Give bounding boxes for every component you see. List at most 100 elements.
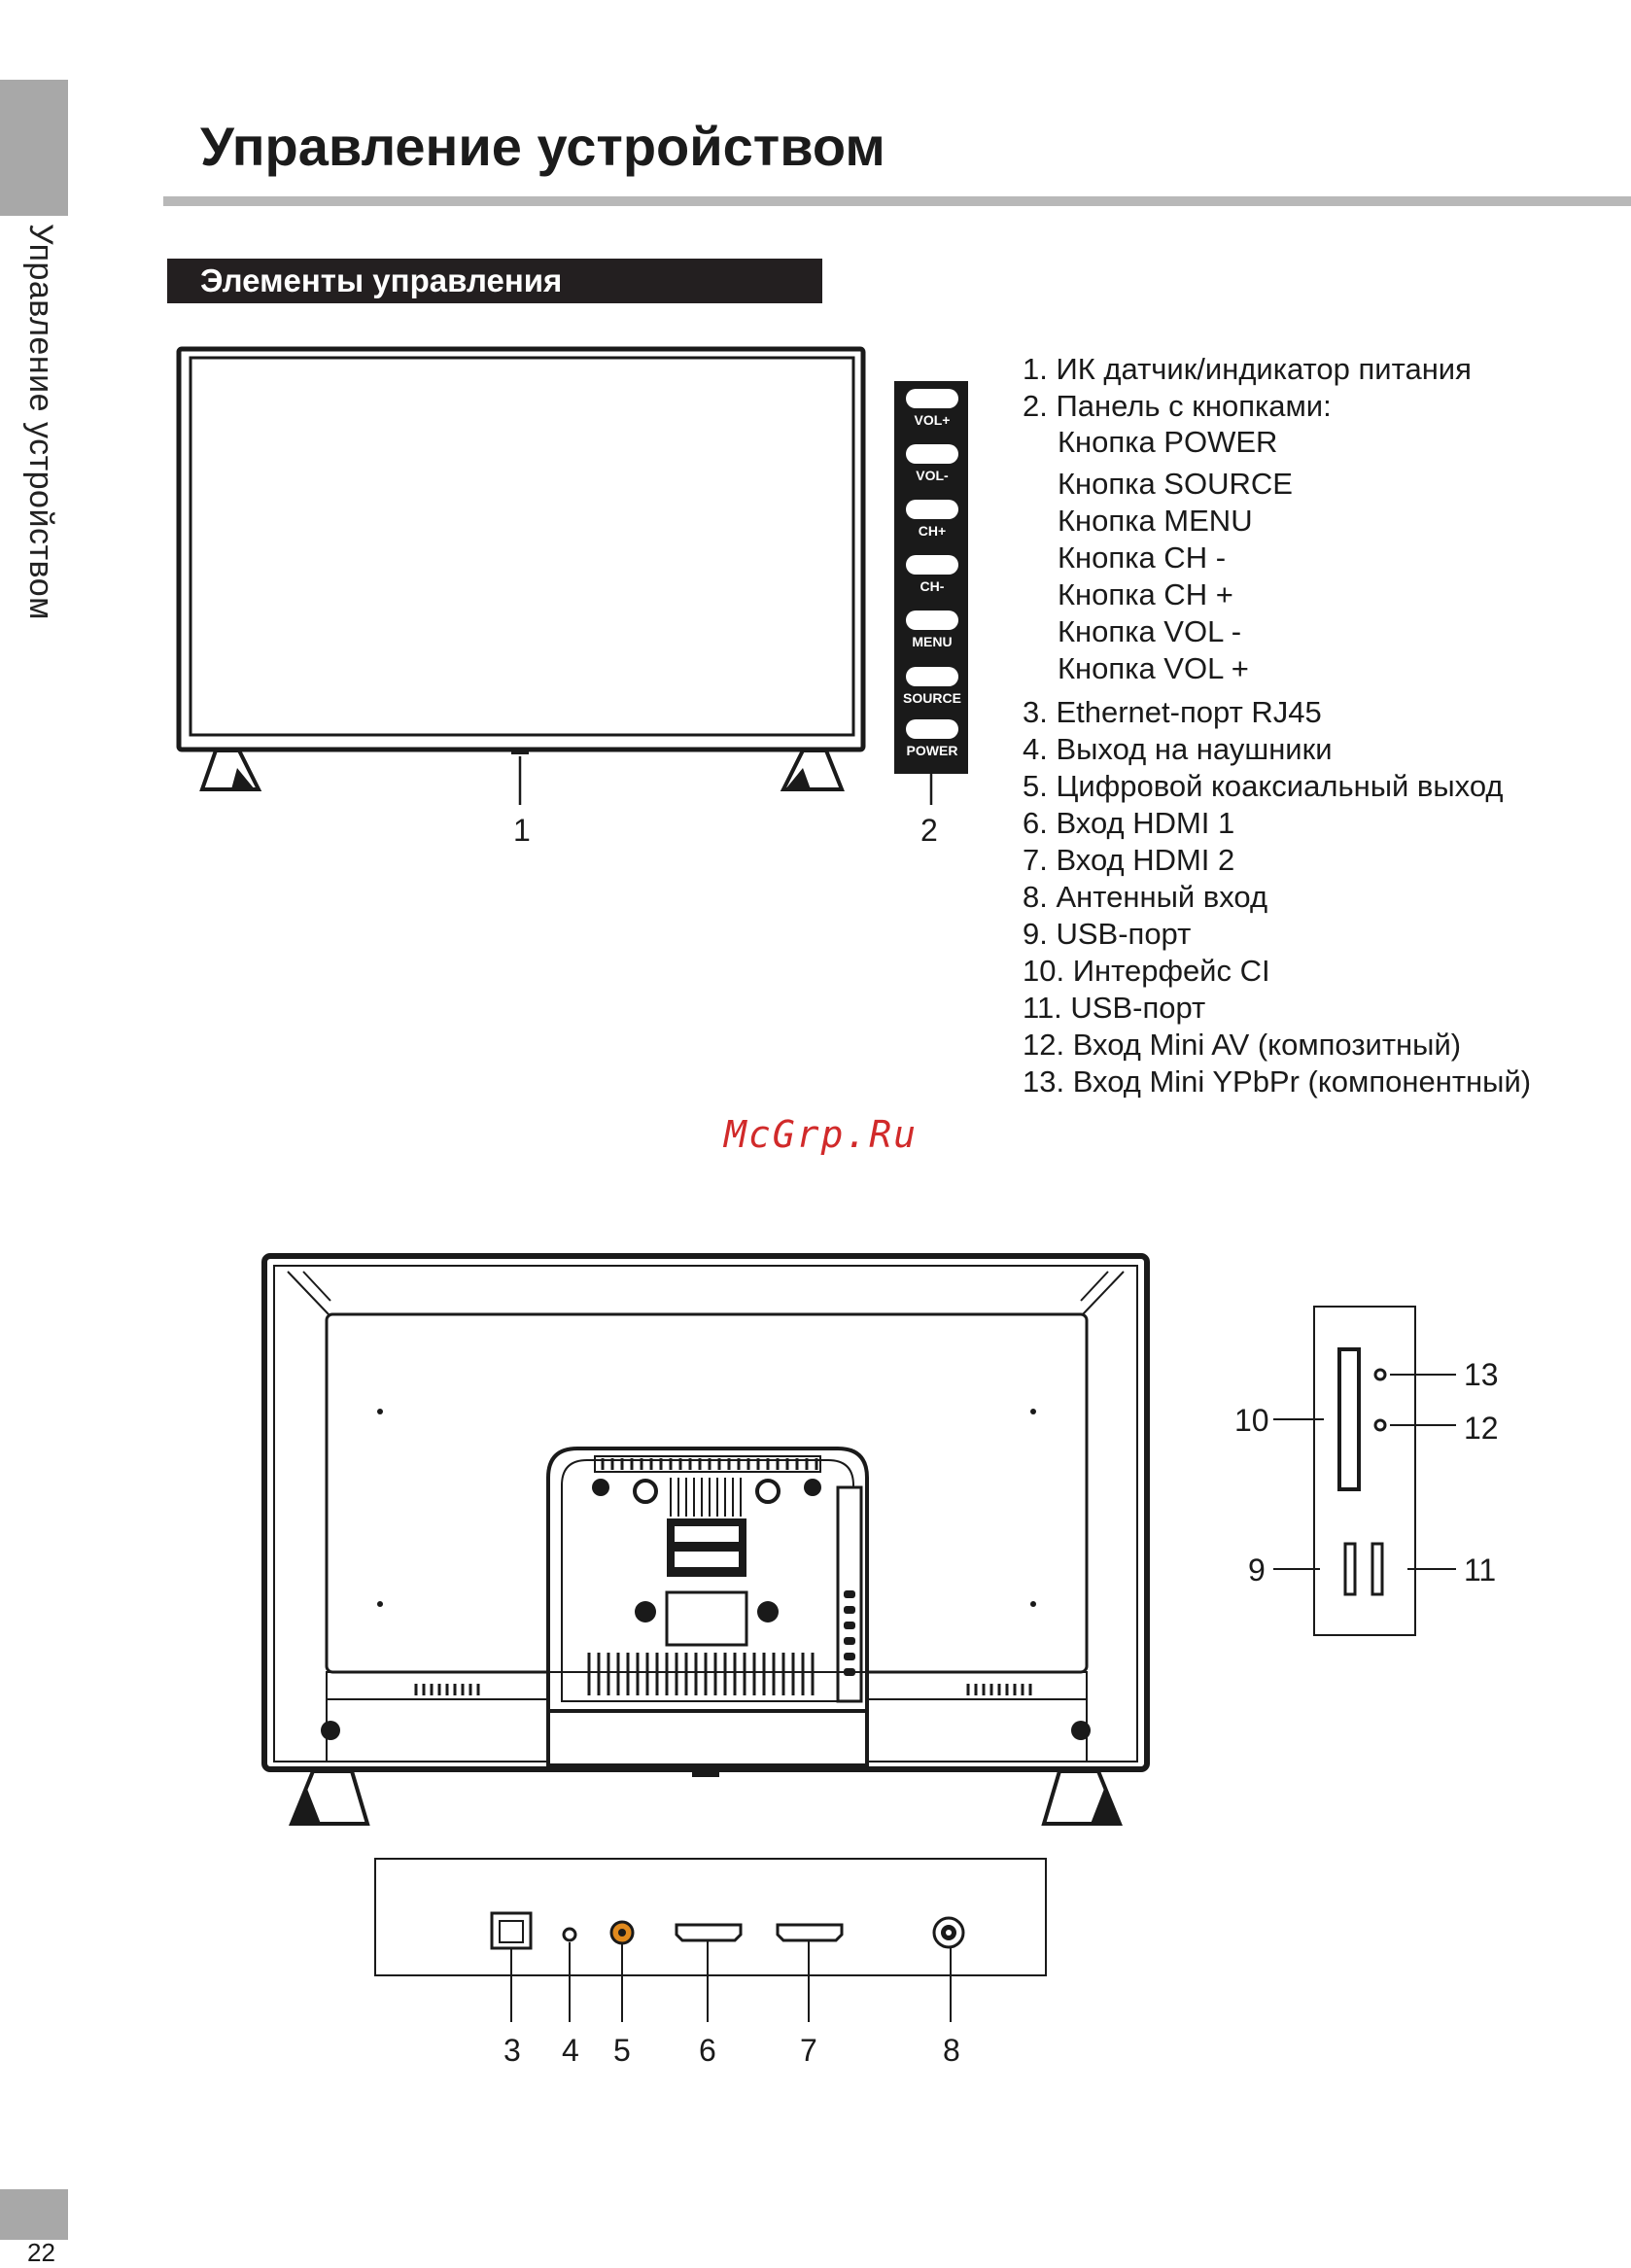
- button-panel: [894, 381, 968, 774]
- ci-slot: [1337, 1347, 1361, 1491]
- usb-port-11: [1371, 1542, 1384, 1596]
- bottom-vent: [587, 1653, 815, 1695]
- mount-dot: [1030, 1601, 1036, 1607]
- side-tab: [0, 80, 68, 216]
- hdmi2-port: [776, 1923, 844, 1942]
- panel-button-shape: [906, 389, 958, 408]
- legend-item: 3. Ethernet-порт RJ45: [1023, 695, 1322, 729]
- hdmi1-port: [675, 1923, 743, 1942]
- mount-dot: [1030, 1409, 1036, 1414]
- bottom-port-panel: [374, 1858, 1047, 1976]
- callout-8: 8: [943, 2033, 960, 2068]
- label-plate-window: [675, 1526, 739, 1542]
- legend-subitem: Кнопка VOL -: [1058, 614, 1242, 648]
- legend-subitem: Кнопка POWER: [1058, 425, 1278, 459]
- headphone-jack: [562, 1927, 577, 1942]
- button-panel-buttons: VOL+ VOL- CH+ CH- MENU SOURCE POWER: [903, 389, 961, 758]
- legend-subitem: Кнопка MENU: [1058, 504, 1253, 538]
- antenna-port-pin: [946, 1930, 952, 1936]
- callout-2: 2: [920, 813, 938, 848]
- section-bar: [167, 259, 822, 303]
- watermark: McGrp.Ru: [724, 1113, 919, 1156]
- legend-item: 5. Цифровой коаксиальный выход: [1023, 769, 1504, 803]
- callout-10: 10: [1234, 1403, 1269, 1438]
- top-vent-slots: [601, 1458, 818, 1470]
- tv-front-diagram: 1 VOL+ VOL- CH+ CH- MENU SOURCE POWER 2: [176, 346, 968, 848]
- bevel-line: [1082, 1271, 1125, 1315]
- vesa-screw: [633, 1479, 658, 1504]
- vesa-screw: [757, 1601, 779, 1622]
- callout-13: 13: [1464, 1357, 1499, 1392]
- page-tab: [0, 2189, 68, 2240]
- tv-rear-left-foot-shade: [292, 1789, 321, 1824]
- callout-5: 5: [613, 2033, 631, 2068]
- callout-11: 11: [1464, 1553, 1496, 1588]
- panel-button-label: MENU: [912, 634, 952, 649]
- legend-subitem: Кнопка VOL +: [1058, 651, 1249, 685]
- tv-rear-right-foot-shade: [1091, 1789, 1120, 1824]
- tv-front-right-foot-shade: [785, 768, 811, 789]
- tv-rear-frame-inner: [273, 1265, 1138, 1762]
- legend-item: 9. USB-порт: [1023, 917, 1192, 951]
- housing-screw: [804, 1479, 821, 1496]
- vesa-screw: [755, 1479, 781, 1504]
- callout-4: 4: [562, 2033, 579, 2068]
- legend-item: 2. Панель с кнопками:: [1023, 389, 1332, 423]
- panel-button-label: VOL+: [915, 412, 951, 428]
- legend-subitem: Кнопка CH +: [1058, 577, 1233, 611]
- panel-button-shape: [906, 500, 958, 519]
- center-vent: [670, 1478, 742, 1517]
- panel-button-shape: [906, 611, 958, 630]
- callout-3: 3: [503, 2033, 521, 2068]
- tv-rear-diagram: 13 12 10 9 11 3 4 5 6 7 8: [261, 1253, 1499, 2068]
- legend-item: 13. Вход Mini YPbPr (компонентный): [1023, 1064, 1532, 1099]
- rear-housing: [546, 1447, 869, 1713]
- panel-button-label: CH-: [920, 578, 945, 594]
- page-number: 22: [27, 2238, 55, 2267]
- side-section-label: Управление устройством: [22, 224, 59, 620]
- panel-button-label: POWER: [907, 743, 958, 758]
- legend-subitem: Кнопка SOURCE: [1058, 467, 1293, 501]
- legend-item: 12. Вход Mini AV (композитный): [1023, 1028, 1462, 1062]
- top-vent: [594, 1455, 821, 1473]
- bevel-line: [1080, 1271, 1109, 1302]
- panel-button-shape: [906, 444, 958, 464]
- panel-button-shape: [906, 667, 958, 686]
- ir-sensor: [511, 749, 529, 754]
- stand-screw: [321, 1721, 340, 1740]
- legend-item: 10. Интерфейс CI: [1023, 954, 1270, 988]
- side-port-dots: [844, 1590, 855, 1676]
- speaker-grille-right: [966, 1684, 1032, 1695]
- stand-screw: [1071, 1721, 1091, 1740]
- callout-6: 6: [699, 2033, 716, 2068]
- panel-button-shape: [906, 719, 958, 739]
- rear-ir-sensor: [692, 1767, 719, 1777]
- vesa-screw: [635, 1601, 656, 1622]
- rj45-port-inner: [499, 1920, 524, 1943]
- speaker-grille-left: [414, 1684, 480, 1695]
- legend-item: 6. Вход HDMI 1: [1023, 806, 1235, 840]
- legend-item: 8. Антенный вход: [1023, 880, 1268, 914]
- page-title: Управление устройством: [200, 116, 885, 177]
- side-port-panel: [1313, 1306, 1416, 1636]
- housing-screw: [592, 1479, 609, 1496]
- bottom-port-bay: [546, 1709, 869, 1767]
- rear-housing-inner: [561, 1459, 854, 1702]
- panel-button-label: VOL-: [916, 468, 949, 483]
- tv-front-left-foot: [199, 749, 262, 791]
- legend-item: 1. ИК датчик/индикатор питания: [1023, 352, 1472, 386]
- mini-ypbpr-jack: [1373, 1368, 1387, 1381]
- callout-9: 9: [1248, 1553, 1266, 1588]
- legend-item: 7. Вход HDMI 2: [1023, 843, 1235, 877]
- section-title: Элементы управления: [200, 262, 563, 298]
- panel-button-label: SOURCE: [903, 690, 961, 706]
- callout-12: 12: [1464, 1411, 1499, 1446]
- title-divider: [163, 196, 1631, 206]
- usb-port-9: [1343, 1542, 1357, 1596]
- panel-button-label: CH+: [919, 523, 946, 539]
- callout-1: 1: [513, 813, 531, 848]
- legend-item: 4. Выход на наушники: [1023, 732, 1333, 766]
- bevel-line: [302, 1271, 331, 1302]
- mount-dot: [377, 1601, 383, 1607]
- bevel-line: [287, 1271, 330, 1315]
